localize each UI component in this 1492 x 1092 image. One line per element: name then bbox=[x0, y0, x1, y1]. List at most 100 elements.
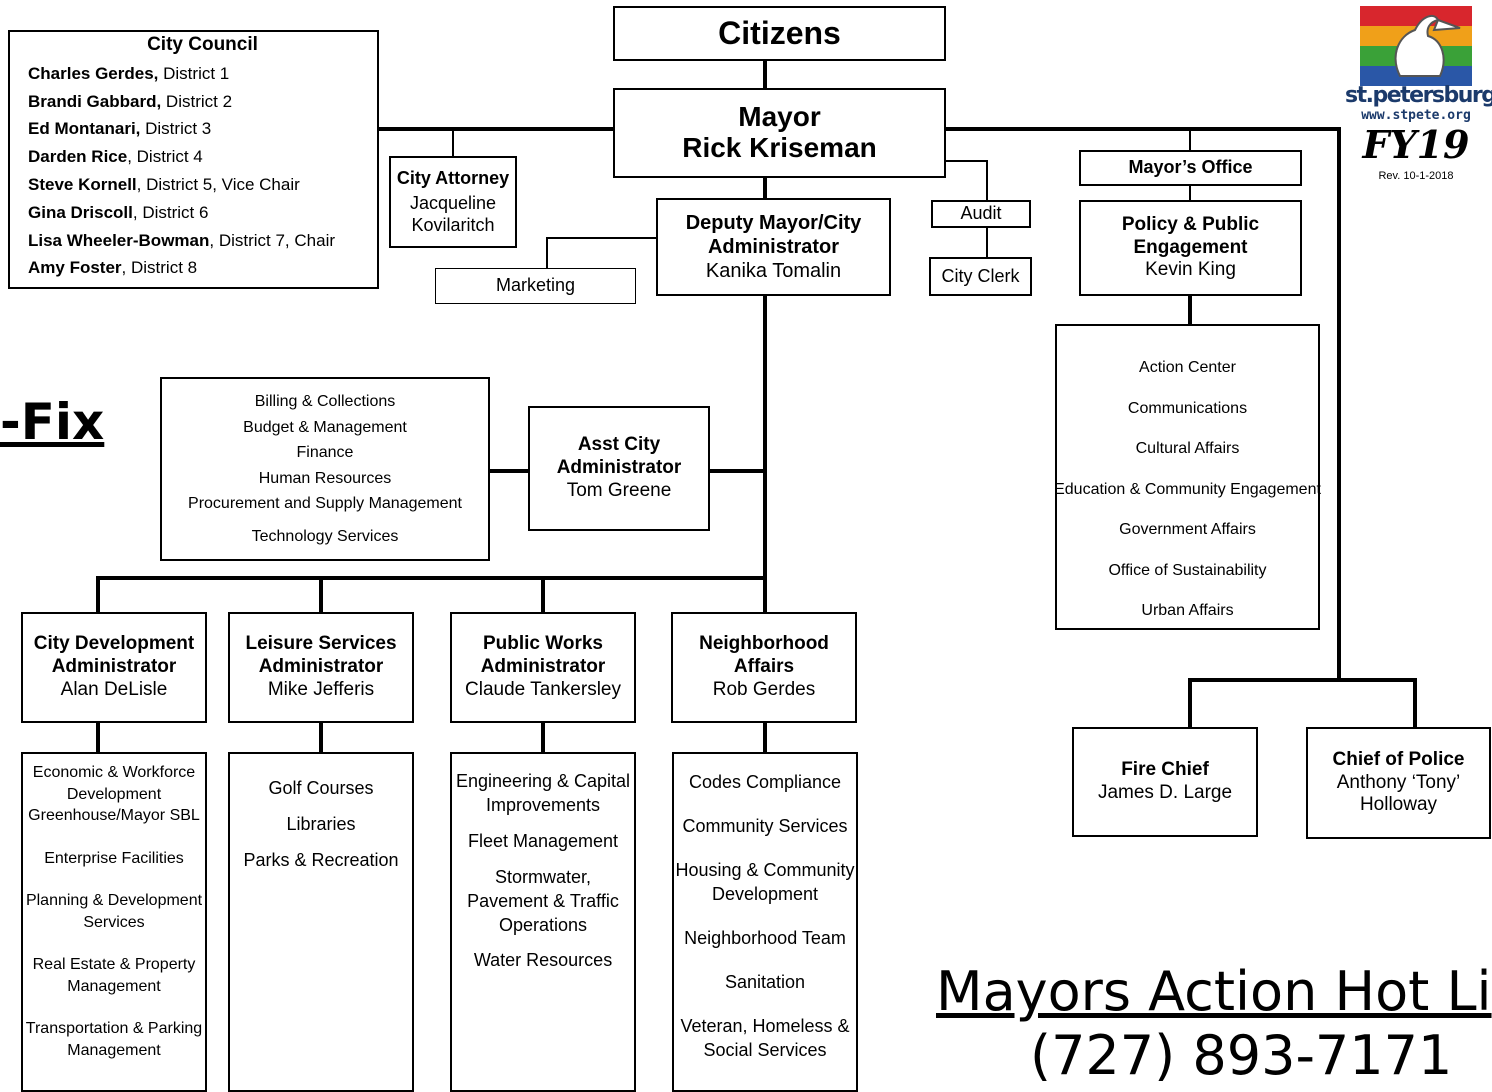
audit-label: Audit bbox=[960, 203, 1002, 224]
city-dev-unit: Services bbox=[83, 913, 145, 931]
mayor-box: Mayor Rick Kriseman bbox=[613, 88, 946, 178]
neighborhood-box: Neighborhood Affairs Rob Gerdes bbox=[671, 612, 857, 723]
line-mayor-deputy bbox=[763, 177, 767, 199]
logo-url: www.stpete.org bbox=[1361, 108, 1471, 123]
city-attorney-title: City Attorney bbox=[396, 167, 510, 188]
asst-unit: Billing & Collections bbox=[254, 393, 396, 410]
citizens-label: Citizens bbox=[718, 15, 841, 52]
city-dev-units-box: Economic & Workforce Development Greenho… bbox=[21, 752, 207, 1092]
city-attorney-name: Kovilaritch bbox=[411, 214, 495, 235]
city-dev-name: Alan DeLisle bbox=[60, 678, 168, 700]
council-member: Brandi Gabbard, District 2 bbox=[28, 91, 233, 111]
marketing-label: Marketing bbox=[495, 275, 576, 296]
logo-brand: st.petersburg bbox=[1345, 83, 1492, 108]
logo-fy: FY19 bbox=[1362, 122, 1470, 167]
leisure-title: Leisure Services bbox=[245, 633, 397, 655]
line-marketing-v bbox=[546, 237, 548, 269]
neighborhood-title: Affairs bbox=[733, 656, 795, 678]
line-publicworks-units bbox=[541, 721, 545, 753]
policy-unit: Education & Community Engagement bbox=[1054, 480, 1321, 498]
leisure-unit: Parks & Recreation bbox=[243, 850, 399, 870]
fire-chief-name: James D. Large bbox=[1097, 782, 1233, 803]
line-citydev-units bbox=[96, 721, 100, 753]
city-dev-title: Administrator bbox=[51, 656, 177, 678]
line-asst-right bbox=[708, 469, 766, 473]
pelican-icon bbox=[1360, 6, 1472, 86]
public-works-title: Administrator bbox=[480, 656, 606, 678]
fix-fragment: -Fix bbox=[0, 393, 105, 451]
city-dev-unit: Management bbox=[67, 1041, 161, 1059]
city-dev-box: City Development Administrator Alan DeLi… bbox=[21, 612, 207, 723]
line-asst-left bbox=[488, 469, 530, 473]
asst-admin-name: Tom Greene bbox=[566, 479, 672, 501]
leisure-name: Mike Jefferis bbox=[267, 678, 375, 700]
neighborhood-unit: Development bbox=[711, 884, 819, 904]
city-clerk-box: City Clerk bbox=[929, 257, 1032, 296]
fire-chief-box: Fire Chief James D. Large bbox=[1072, 727, 1258, 837]
marketing-box: Marketing bbox=[435, 268, 636, 304]
public-works-unit: Fleet Management bbox=[467, 831, 619, 851]
council-member: Steve Kornell, District 5, Vice Chair bbox=[28, 174, 300, 194]
policy-unit: Action Center bbox=[1139, 359, 1236, 376]
neighborhood-unit: Codes Compliance bbox=[688, 772, 842, 792]
policy-engagement-box: Policy & Public Engagement Kevin King bbox=[1079, 200, 1302, 296]
public-works-box: Public Works Administrator Claude Tanker… bbox=[450, 612, 636, 723]
deputy-mayor-box: Deputy Mayor/City Administrator Kanika T… bbox=[656, 198, 891, 296]
neighborhood-unit: Veteran, Homeless & bbox=[680, 1016, 850, 1036]
council-member: Ed Montanari, District 3 bbox=[28, 119, 212, 139]
mayors-office-box: Mayor’s Office bbox=[1079, 150, 1302, 186]
council-member: Lisa Wheeler-Bowman, District 7, Chair bbox=[28, 230, 336, 250]
neighborhood-unit: Sanitation bbox=[724, 972, 806, 992]
neighborhood-unit: Social Services bbox=[703, 1040, 827, 1060]
asst-admin-title: Administrator bbox=[556, 457, 682, 479]
city-attorney-box: City Attorney Jacqueline Kovilaritch bbox=[389, 156, 517, 248]
policy-unit: Communications bbox=[1127, 399, 1248, 417]
city-logo: st.petersburg www.stpete.org FY19 Rev. 1… bbox=[1345, 4, 1492, 204]
line-public-safety-h bbox=[1188, 678, 1417, 682]
policy-units-box: Action Center Communications Cultural Af… bbox=[1054, 324, 1321, 630]
leisure-box: Leisure Services Administrator Mike Jeff… bbox=[228, 612, 414, 723]
deputy-mayor-title: Administrator bbox=[707, 236, 840, 258]
council-member: Gina Driscoll, District 6 bbox=[28, 202, 209, 222]
asst-unit: Human Resources bbox=[258, 469, 392, 487]
mayor-title: Mayor bbox=[738, 101, 821, 133]
police-chief-title: Chief of Police bbox=[1332, 748, 1465, 770]
city-dev-unit: Enterprise Facilities bbox=[44, 849, 184, 867]
city-dev-unit: Economic & Workforce bbox=[32, 764, 196, 781]
neighborhood-title: Neighborhood bbox=[699, 633, 829, 655]
policy-unit: Government Affairs bbox=[1119, 521, 1256, 538]
hotline-phone: (727) 893-7171 bbox=[1030, 1024, 1453, 1087]
council-member: Charles Gerdes, District 1 bbox=[28, 63, 230, 83]
fire-chief-title: Fire Chief bbox=[1121, 759, 1209, 781]
neighborhood-units-box: Codes Compliance Community Services Hous… bbox=[672, 752, 858, 1092]
city-dev-unit: Transportation & Parking bbox=[25, 1020, 203, 1037]
city-dev-title: City Development bbox=[33, 633, 195, 655]
line-citizens-mayor bbox=[763, 58, 767, 89]
city-attorney-name: Jacqueline bbox=[409, 193, 497, 214]
audit-box: Audit bbox=[931, 200, 1031, 228]
neighborhood-unit: Housing & Community bbox=[675, 860, 855, 880]
police-chief-name: Holloway bbox=[1359, 794, 1438, 816]
line-leisure-units bbox=[319, 721, 323, 753]
asst-admin-title: Asst City bbox=[577, 434, 661, 456]
mayors-office-label: Mayor’s Office bbox=[1128, 157, 1253, 178]
logo-rev: Rev. 10-1-2018 bbox=[1378, 170, 1454, 182]
public-works-name: Claude Tankersley bbox=[465, 678, 621, 700]
line-office-policy bbox=[1189, 185, 1191, 201]
line-citydev bbox=[96, 576, 100, 613]
city-council-box: City Council Charles Gerdes, District 1 … bbox=[8, 30, 379, 289]
line-right-trunk bbox=[1337, 127, 1341, 682]
line-marketing-h bbox=[546, 237, 658, 239]
city-dev-unit: Real Estate & Property bbox=[32, 956, 196, 973]
leisure-title: Administrator bbox=[258, 656, 384, 678]
line-mayors-office bbox=[1189, 129, 1191, 151]
citizens-box: Citizens bbox=[613, 6, 946, 61]
line-neighborhood-units bbox=[763, 721, 767, 753]
line-leisure bbox=[319, 576, 323, 613]
deputy-mayor-name: Kanika Tomalin bbox=[705, 260, 842, 282]
line-audit-h bbox=[944, 160, 987, 162]
policy-name: Kevin King bbox=[1145, 259, 1236, 281]
police-chief-box: Chief of Police Anthony ‘Tony’ Holloway bbox=[1306, 727, 1491, 839]
leisure-units-box: Golf Courses Libraries Parks & Recreatio… bbox=[228, 752, 414, 1092]
line-audit-v bbox=[986, 160, 988, 201]
